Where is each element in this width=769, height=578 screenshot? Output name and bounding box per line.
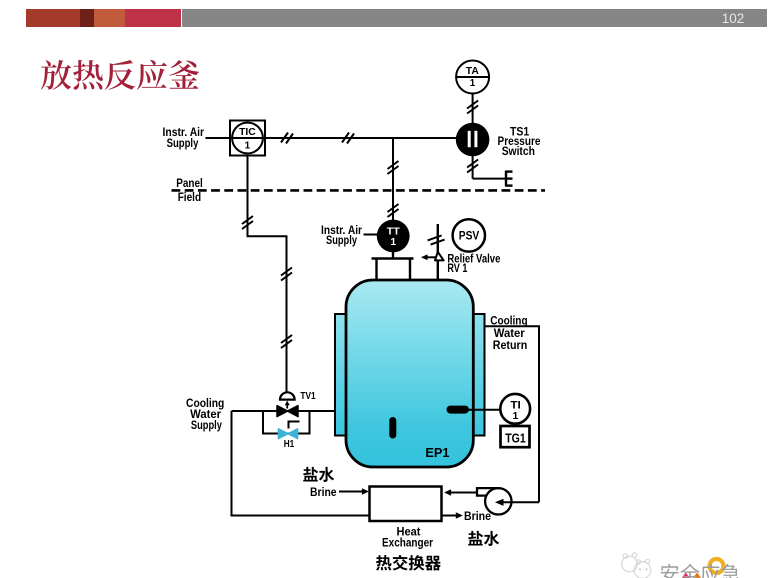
svg-text:1: 1 <box>391 237 397 248</box>
svg-text:Supply: Supply <box>191 418 222 432</box>
svg-text:Panel: Panel <box>176 176 203 190</box>
svg-text:TA: TA <box>466 66 479 77</box>
svg-text:TV1: TV1 <box>300 391 316 402</box>
svg-text:Switch: Switch <box>502 144 535 158</box>
svg-text:TG1: TG1 <box>505 431 526 446</box>
svg-text:Brine: Brine <box>464 509 491 523</box>
svg-text:Water: Water <box>190 407 221 421</box>
svg-text:Pressure: Pressure <box>498 134 541 148</box>
svg-text:1: 1 <box>245 141 251 152</box>
svg-text:Supply: Supply <box>167 136 199 150</box>
svg-text:H1: H1 <box>284 439 295 450</box>
svg-text:Water: Water <box>494 326 525 340</box>
svg-text:Relief Valve: Relief Valve <box>447 252 500 266</box>
svg-text:Supply: Supply <box>326 233 357 247</box>
svg-text:TIC: TIC <box>239 127 256 138</box>
svg-text:TI: TI <box>510 400 521 412</box>
svg-text:RV 1: RV 1 <box>447 261 467 275</box>
svg-text:Return: Return <box>493 338 528 352</box>
svg-text:Cooling: Cooling <box>490 313 527 327</box>
svg-text:Brine: Brine <box>310 485 337 499</box>
svg-text:PSV: PSV <box>459 231 480 243</box>
svg-text:Exchanger: Exchanger <box>382 536 433 550</box>
svg-text:1: 1 <box>470 78 476 89</box>
svg-text:TS1: TS1 <box>510 125 530 139</box>
svg-text:Instr. Air: Instr. Air <box>163 125 205 139</box>
svg-text:Cooling: Cooling <box>186 396 224 410</box>
svg-text:EP1: EP1 <box>425 445 449 460</box>
svg-text:1: 1 <box>512 410 518 422</box>
svg-text:Instr. Air: Instr. Air <box>321 223 362 237</box>
svg-text:TT: TT <box>387 227 400 238</box>
svg-text:Field: Field <box>178 190 201 204</box>
svg-text:Heat: Heat <box>397 525 421 539</box>
